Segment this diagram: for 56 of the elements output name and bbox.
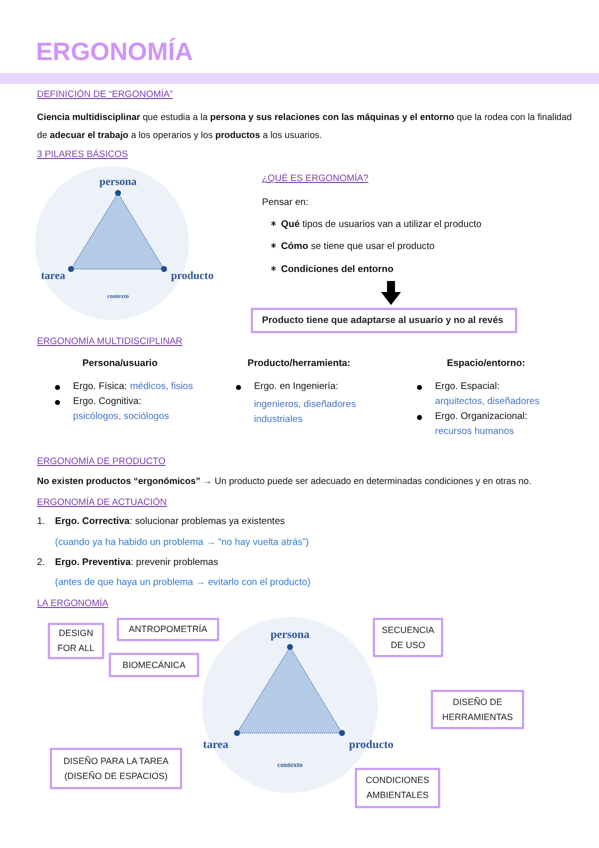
topic-box xyxy=(109,653,199,677)
section-heading: 3 PILARES BÁSICOS xyxy=(37,148,128,160)
examples-text: psicólogos, sociólogos xyxy=(73,411,169,423)
text-line: Condiciones del entorno xyxy=(281,264,394,276)
list-item-text: Ergo. Organizacional: xyxy=(435,411,528,423)
topic-box xyxy=(50,748,182,789)
topic-box xyxy=(251,308,517,333)
vertex-label: tarea xyxy=(41,270,66,282)
box-text: Producto tiene que adaptarse al usuario y no al revés xyxy=(262,314,504,328)
topic-box xyxy=(373,618,443,657)
text-line: No existen productos “ergonómicos” → Un producto puede ser adecuado en determinadas condiciones y en otras no. xyxy=(37,475,532,487)
box-text: DISEÑO DE HERRAMIENTAS xyxy=(441,696,514,724)
box-text: DESIGN FOR ALL xyxy=(56,627,96,655)
vertex-label: persona xyxy=(270,629,310,642)
arrow xyxy=(381,281,401,305)
note-text: (antes de que haya un problema → evitarlo con el producto) xyxy=(55,577,310,589)
note-text: (cuando ya ha habido un problema → “no hay vuelta atrás”) xyxy=(55,537,309,549)
examples-text: ingenieros, diseñadores industriales xyxy=(254,398,357,427)
text-line: Ergo. Correctiva: solucionar problemas ya existentes xyxy=(55,516,285,528)
text-line: Cómo se tiene que usar el producto xyxy=(281,241,435,253)
list-item-text: Ergo. Física: xyxy=(73,381,127,393)
list-item-text: Ergo. en Ingeniería: xyxy=(254,381,338,393)
section-heading: ERGONOMÍA DE PRODUCTO xyxy=(37,455,166,467)
box-text: CONDICIONES AMBIENTALES xyxy=(364,774,430,802)
examples-text: médicos, fisios xyxy=(130,381,193,393)
section-heading: ¿QUÉ ES ERGONOMÍA? xyxy=(262,172,368,184)
text-line: Ergo. Preventiva: prevenir problemas xyxy=(55,557,218,569)
box-text: ANTROPOMETRÍA xyxy=(128,623,208,636)
list-number: 1. xyxy=(37,516,46,528)
page-title: ERGONOMÍA xyxy=(36,36,193,68)
topic-box xyxy=(117,618,219,641)
column-heading: Espacio/entorno: xyxy=(446,358,526,370)
examples-text: recursos humanos xyxy=(435,426,514,438)
vertex-label: persona xyxy=(99,176,137,188)
box-text: SECUENCIA DE USO xyxy=(380,624,436,652)
topic-box xyxy=(48,623,104,659)
list-number: 2. xyxy=(37,557,46,569)
section-heading: ERGONOMÍA MULTIDISCIPLINAR xyxy=(37,335,182,347)
column-heading: Producto/herramienta: xyxy=(246,358,352,370)
vertex-label: producto xyxy=(349,739,394,752)
section-heading: LA ERGONOMÍA xyxy=(37,597,108,609)
examples-text: arquitectos, diseñadores xyxy=(435,396,540,408)
topic-box xyxy=(355,768,440,808)
section-heading: ERGONOMÍA DE ACTUACIÓN xyxy=(37,496,167,508)
section-heading: DEFINICIÓN DE “ERGONOMÍA” xyxy=(37,88,173,100)
vertex-label: producto xyxy=(171,270,214,282)
text-line: Qué tipos de usuarios van a utilizar el producto xyxy=(281,219,482,231)
box-text: BIOMECÁNICA xyxy=(122,658,186,672)
list-item-text: Ergo. Espacial: xyxy=(435,381,500,393)
topic-box xyxy=(431,690,524,729)
paragraph-text: Ciencia multidisciplinar que estudia a la persona y sus relaciones con las máquinas y el entorno que la rodea con la finalidad de adecuar el trabajo a los operarios y los productos a los usuarios. xyxy=(37,111,572,142)
column-heading: Persona/usuario xyxy=(81,358,159,370)
text-line: Pensar en: xyxy=(262,197,308,209)
box-text: DISEÑO PARA LA TAREA (DISEÑO DE ESPACIOS) xyxy=(62,754,170,783)
vertex-label: tarea xyxy=(203,739,228,752)
list-item-text: Ergo. Cognitiva: xyxy=(73,396,142,408)
